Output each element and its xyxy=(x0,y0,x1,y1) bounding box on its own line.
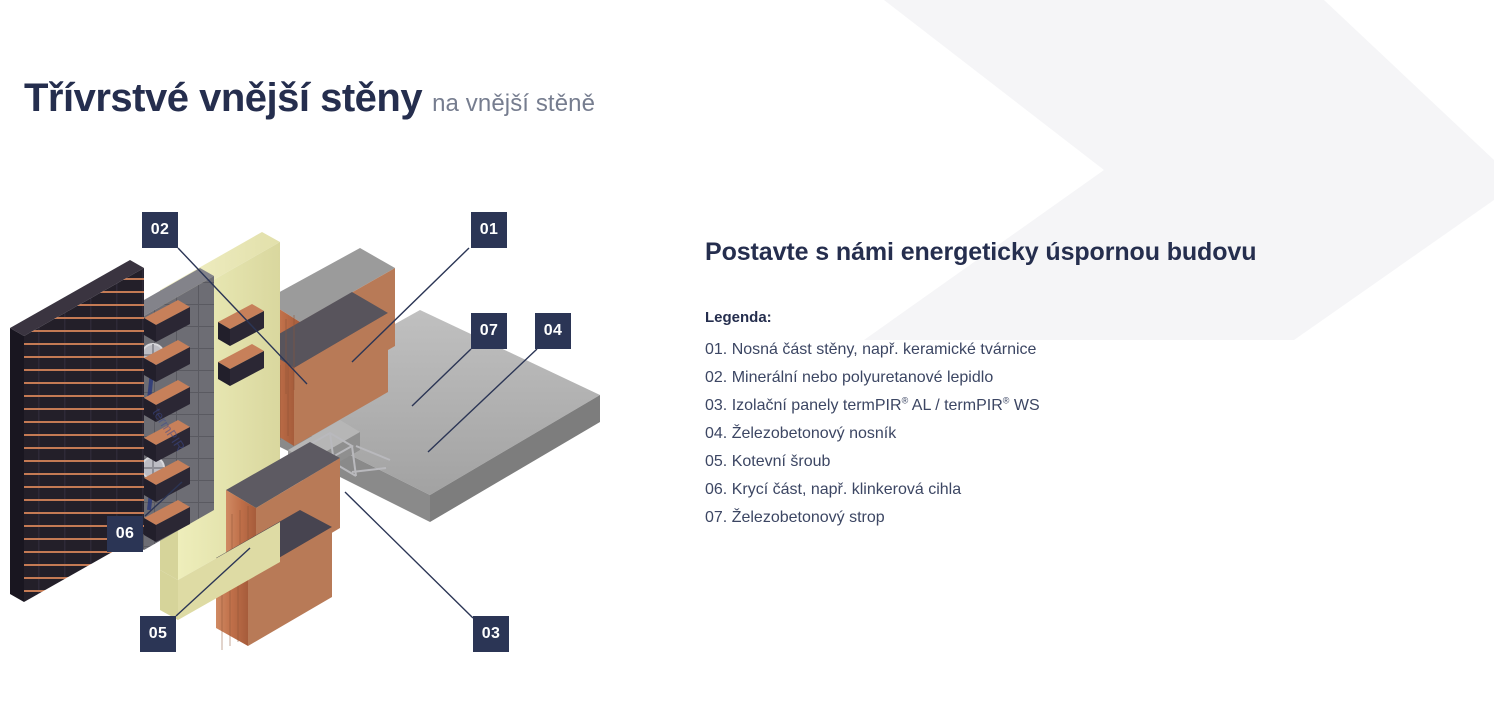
legend-item-04-num: 04. xyxy=(705,425,728,442)
legend-item-01-num: 01. xyxy=(705,341,728,358)
legend-item-07-text: Železobetonový strop xyxy=(731,509,885,526)
legend-item-04-text: Železobetonový nosník xyxy=(731,425,897,442)
wall-render-svg: termPIR xyxy=(10,232,600,650)
legend-item-02-num: 02. xyxy=(705,369,728,386)
callout-badge-05[interactable]: 05 xyxy=(140,616,176,652)
legend-item-05: 05. Kotevní šroub xyxy=(705,448,1365,476)
callout-badge-07[interactable]: 07 xyxy=(471,313,507,349)
legend-item-03-num: 03. xyxy=(705,397,728,414)
legend-item-03-text: Izolační panely termPIR® AL / termPIR® W… xyxy=(731,395,1040,414)
legend-panel-title: Postavte s námi energeticky úspornou bud… xyxy=(705,238,1257,266)
legend-item-07-num: 07. xyxy=(705,509,728,526)
callout-badge-04[interactable]: 04 xyxy=(535,313,571,349)
legend-item-03: 03. Izolační panely termPIR® AL / termPI… xyxy=(705,392,1365,420)
callout-badge-07-label: 07 xyxy=(479,322,499,339)
legend-item-06: 06. Krycí část, např. klinkerová cihla xyxy=(705,476,1365,504)
legend-item-06-text: Krycí část, např. klinkerová cihla xyxy=(731,481,962,498)
legend-item-01: 01. Nosná část stěny, např. keramické tv… xyxy=(705,336,1365,364)
concrete-slab-edge-right xyxy=(430,395,600,522)
callout-badge-01-label: 01 xyxy=(479,221,499,238)
callout-badge-06[interactable]: 06 xyxy=(107,516,143,552)
page-title: Třívrstvé vnější stěny na vnější stěně xyxy=(24,76,595,121)
callout-badge-03-label: 03 xyxy=(481,625,501,642)
callout-badge-06-label: 06 xyxy=(115,525,135,542)
legend-item-02-text: Minerální nebo polyuretanové lepidlo xyxy=(731,369,994,386)
callout-badge-01[interactable]: 01 xyxy=(471,212,507,248)
callout-badge-04-label: 04 xyxy=(543,322,563,339)
legend-item-07: 07. Železobetonový strop xyxy=(705,504,1365,532)
callout-badge-02[interactable]: 02 xyxy=(142,212,178,248)
registered-mark-icon: ® xyxy=(901,395,909,406)
legend-item-05-text: Kotevní šroub xyxy=(731,453,831,470)
brick-facing-top xyxy=(10,260,144,336)
page-title-subtitle: na vnější stěně xyxy=(432,90,596,117)
callout-badge-05-label: 05 xyxy=(148,625,168,642)
legend-item-04: 04. Železobetonový nosník xyxy=(705,420,1365,448)
callout-badge-02-label: 02 xyxy=(150,221,170,238)
legend-item-05-num: 05. xyxy=(705,453,728,470)
brick-facing-left-edge xyxy=(10,328,24,602)
legend-item-02: 02. Minerální nebo polyuretanové lepidlo xyxy=(705,364,1365,392)
legend-list: 01. Nosná část stěny, např. keramické tv… xyxy=(705,336,1365,532)
legend-label: Legenda: xyxy=(705,309,772,326)
legend-item-01-text: Nosná část stěny, např. keramické tvárni… xyxy=(731,341,1037,358)
legend-item-06-num: 06. xyxy=(705,481,728,498)
registered-mark-icon: ® xyxy=(1002,395,1010,406)
callout-badge-03[interactable]: 03 xyxy=(473,616,509,652)
wall-cross-section-illustration: termPIR xyxy=(0,150,680,690)
legend-panel: Postavte s námi energeticky úspornou bud… xyxy=(705,238,1365,532)
page-title-main: Třívrstvé vnější stěny xyxy=(24,76,423,120)
pir-insulation-lower-edge xyxy=(160,570,178,620)
